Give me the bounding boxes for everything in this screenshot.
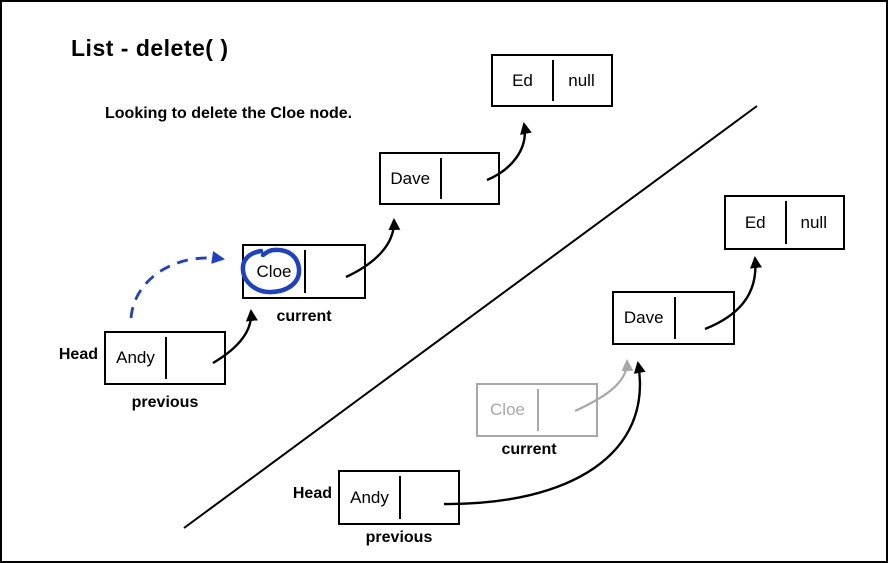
previous-label-after: previous — [365, 529, 433, 546]
node-cloe-before-name: Cloe — [256, 261, 292, 281]
node-cloe-before: Cloe — [242, 244, 366, 299]
node-cloe-after-deleted: Cloe — [476, 383, 598, 437]
node-cloe-after-name: Cloe — [490, 400, 525, 419]
node-ed-before-name: Ed — [512, 70, 533, 90]
node-dave-after-name: Dave — [623, 308, 664, 327]
head-label-after: Head — [292, 485, 332, 502]
node-cloe-before-next — [304, 246, 364, 297]
head-label-before: Head — [58, 346, 98, 363]
node-ed-after-name: Ed — [744, 212, 766, 232]
dashed-arrow-previous-to-current — [129, 251, 225, 319]
subtitle-text: Looking to delete the Cloe node. — [105, 105, 353, 122]
node-ed-after: Ed null — [724, 195, 845, 250]
page-title: List - delete( ) — [71, 35, 229, 61]
node-andy-after: Andy — [338, 470, 460, 525]
node-dave-after-next — [674, 293, 734, 343]
node-dave-before-name: Dave — [390, 168, 431, 188]
node-divider — [399, 476, 401, 519]
node-ed-before-next: null — [568, 70, 595, 90]
node-dave-before-next — [440, 154, 499, 203]
node-divider — [552, 60, 554, 101]
node-divider — [304, 250, 306, 293]
node-divider — [537, 389, 539, 431]
node-divider — [165, 337, 167, 379]
node-andy-after-next — [399, 472, 458, 523]
node-dave-after: Dave — [612, 291, 735, 345]
current-label-before: current — [276, 308, 332, 325]
node-andy-before: Andy — [104, 331, 226, 385]
node-andy-before-next — [165, 333, 224, 383]
node-andy-before-name: Andy — [116, 348, 155, 367]
node-cloe-after-next — [537, 385, 596, 435]
current-label-after: current — [501, 441, 557, 458]
previous-label-before: previous — [131, 394, 199, 411]
node-divider — [439, 158, 442, 199]
node-ed-before: Ed null — [491, 54, 613, 107]
node-dave-before: Dave — [379, 152, 500, 205]
node-ed-after-next: null — [800, 212, 827, 232]
node-divider — [784, 201, 787, 244]
node-divider — [673, 297, 676, 339]
node-andy-after-name: Andy — [350, 487, 389, 507]
